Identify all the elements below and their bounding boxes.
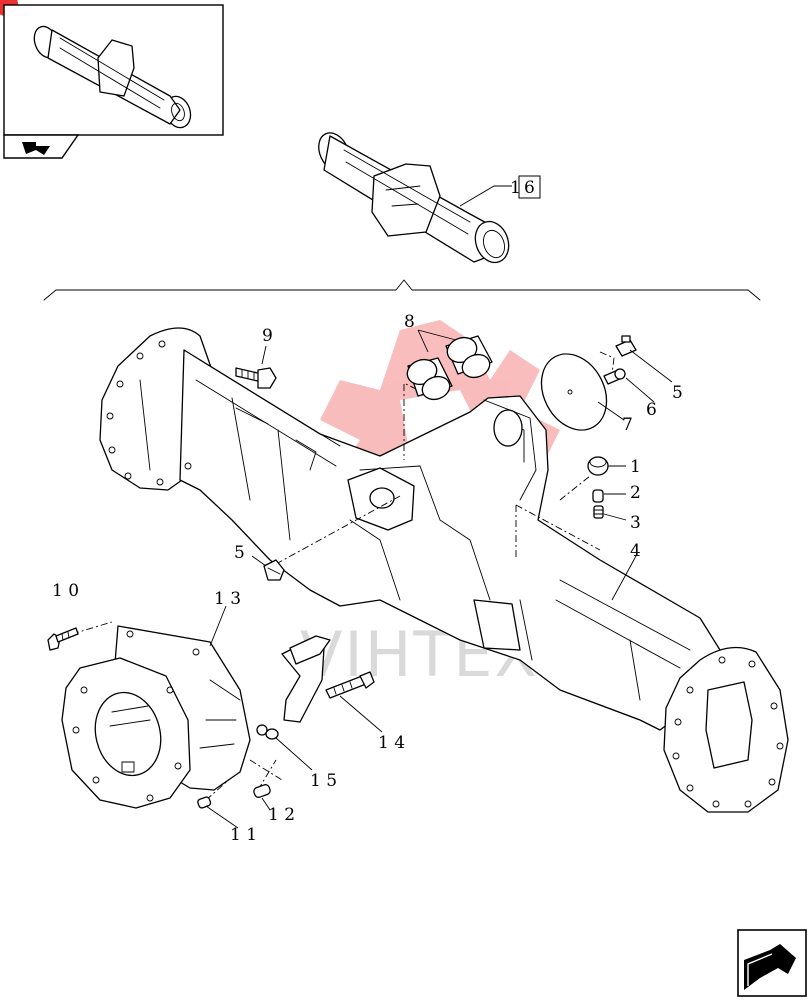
callout-labels: 9 8 5 6 7 1 2 3 4 5 1 0 1 3 1 4 1 5 1 2 … (52, 312, 683, 845)
callout-15: 1 5 (310, 771, 337, 791)
bolt-part-9 (235, 367, 277, 389)
thumbnail-axle (33, 25, 192, 129)
overview-axle (318, 132, 512, 264)
bushing-part-8 (406, 335, 493, 401)
callout-2: 2 (630, 483, 641, 503)
callout-5-top: 5 (672, 383, 683, 403)
callout-13: 1 3 (214, 589, 241, 609)
thumbnail-panel[interactable] (0, 0, 224, 159)
callout-7: 7 (622, 415, 633, 435)
fitting-part-5-left (263, 559, 285, 581)
callout-1: 1 (630, 457, 641, 477)
housing-part-13 (61, 625, 268, 809)
cover-plate-part-7 (540, 353, 608, 431)
screw-part-6 (603, 368, 626, 385)
plug-part-2 (592, 489, 604, 503)
callout-11: 1 1 (230, 825, 257, 845)
svg-text:6: 6 (524, 178, 535, 198)
plug-part-1 (587, 456, 609, 476)
callout-6: 6 (646, 400, 657, 420)
callout-4: 4 (630, 541, 641, 561)
callout-9: 9 (262, 326, 273, 346)
group-bracket (43, 279, 761, 301)
pin-part-12 (253, 784, 271, 798)
fitting-part-5-top (615, 335, 637, 357)
callout-10: 1 0 (52, 581, 79, 601)
axle-housing (99, 327, 789, 813)
bolt-part-10 (47, 627, 79, 651)
arrow-back-icon[interactable] (22, 142, 50, 155)
svg-text:1: 1 (510, 178, 521, 198)
bolt-part-11 (197, 796, 212, 809)
callout-12: 1 2 (268, 805, 295, 825)
callout-3: 3 (630, 513, 641, 533)
callout-5-left: 5 (234, 543, 245, 563)
next-page-arrow-icon[interactable] (737, 929, 807, 997)
washer-part-15 (265, 728, 279, 740)
plug-part-3 (593, 505, 604, 519)
leader-lines (205, 329, 673, 829)
reference-callout: 1 6 (510, 175, 541, 199)
callout-8: 8 (404, 312, 415, 332)
clamp-part-14 (281, 635, 375, 723)
callout-14: 1 4 (378, 733, 405, 753)
